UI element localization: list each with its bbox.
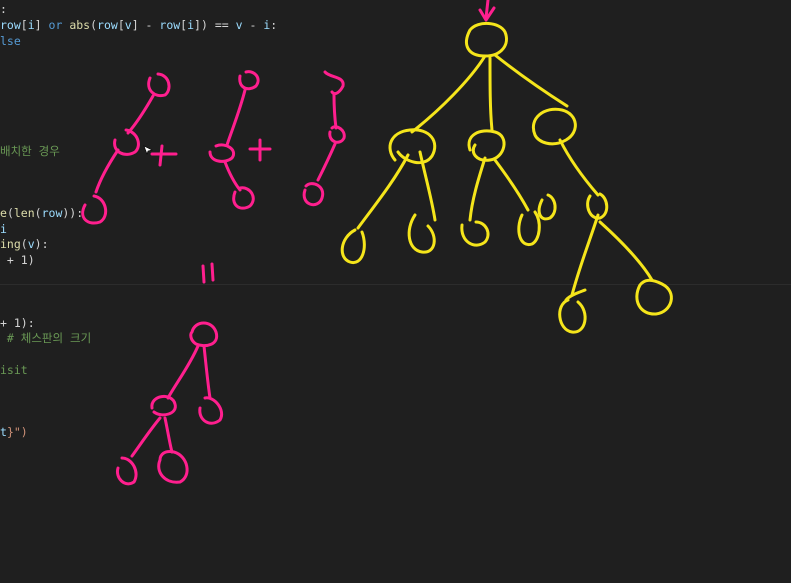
code-line-1: : [0,2,7,16]
pen-cursor-icon [143,145,153,155]
code-editor[interactable]: : row[i] or abs(row[v] - row[i]) == v - … [0,0,277,439]
code-line-plus: + 1) [0,253,35,267]
code-line-call: ing(v): [0,237,49,251]
code-line-visit: isit [0,363,28,377]
code-comment-korean: 배치한 경우 [0,144,60,158]
code-line-range: e(len(row)): [0,206,84,220]
code-line-i: i [0,222,7,236]
code-line-2: row[i] or abs(row[v] - row[i]) == v - i: [0,18,278,32]
editor-divider [0,284,791,285]
code-comment-board-size: # 체스판의 크기 [0,331,92,345]
code-line-3: lse [0,34,21,48]
code-line-fstring: t}") [0,425,28,439]
code-line-plus2: + 1): [0,316,35,330]
